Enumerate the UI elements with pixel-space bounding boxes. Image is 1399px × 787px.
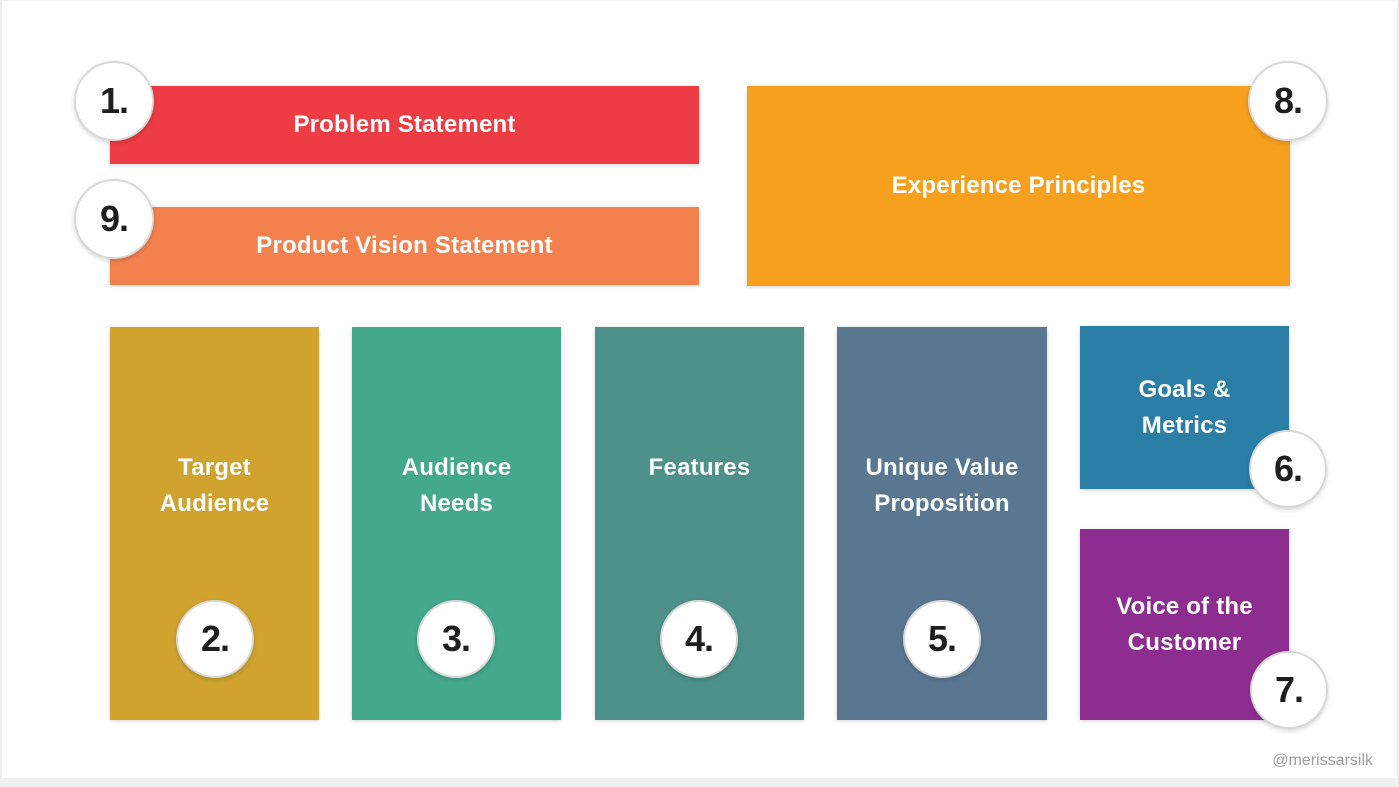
label-line: Voice of the [1116, 592, 1253, 620]
block-product-vision-statement: Product Vision Statement [110, 207, 699, 285]
label-line: Metrics [1141, 411, 1228, 439]
label-line: Audience [401, 454, 512, 481]
block-unique-value-proposition-label: Unique Value Proposition [837, 450, 1047, 522]
label-line: Goals & [1138, 375, 1231, 403]
label-line: Proposition [874, 490, 1010, 517]
block-problem-statement-label: Problem Statement [293, 107, 515, 143]
badge-number: 6. [1273, 448, 1303, 489]
label-line: Target [178, 454, 251, 481]
badge-number: 1. [99, 80, 129, 121]
label-line: Audience [159, 490, 270, 517]
number-badge-6: 6. [1249, 430, 1327, 508]
number-badge-3: 3. [417, 600, 495, 678]
number-badge-5: 5. [903, 600, 981, 678]
badge-number: 4. [684, 618, 714, 659]
block-goals-metrics-label: Goals & Metrics [1138, 372, 1230, 444]
number-badge-9: 9. [74, 179, 154, 259]
badge-number: 3. [441, 618, 471, 659]
block-voice-of-the-customer-label: Voice of the Customer [1116, 589, 1253, 661]
label-line: Needs [419, 490, 494, 517]
badge-number: 7. [1274, 669, 1304, 710]
label-line: Features [648, 454, 751, 481]
badge-number: 8. [1273, 80, 1303, 121]
watermark-credit: @merissarsilk [1272, 752, 1373, 769]
label-line: Product Vision Statement [256, 232, 553, 259]
badge-number: 5. [927, 618, 957, 659]
badge-number: 2. [200, 618, 230, 659]
block-unique-value-proposition: Unique Value Proposition [837, 327, 1047, 720]
number-badge-2: 2. [176, 600, 254, 678]
number-badge-4: 4. [660, 600, 738, 678]
block-problem-statement: Problem Statement [110, 86, 699, 164]
label-line: Problem Statement [293, 111, 516, 138]
block-goals-metrics: Goals & Metrics [1080, 326, 1289, 489]
label-line: Unique Value [865, 454, 1019, 481]
block-target-audience-label: Target Audience [110, 450, 319, 522]
label-line: Customer [1127, 628, 1242, 656]
block-features-label: Features [595, 450, 804, 486]
number-badge-8: 8. [1248, 61, 1328, 141]
block-experience-principles: Experience Principles [747, 86, 1290, 286]
badge-number: 9. [99, 198, 129, 239]
block-experience-principles-label: Experience Principles [892, 168, 1146, 204]
label-line: Experience Principles [891, 172, 1146, 199]
block-product-vision-statement-label: Product Vision Statement [256, 228, 552, 264]
block-audience-needs-label: Audience Needs [352, 450, 561, 522]
number-badge-7: 7. [1250, 651, 1328, 729]
number-badge-1: 1. [74, 61, 154, 141]
